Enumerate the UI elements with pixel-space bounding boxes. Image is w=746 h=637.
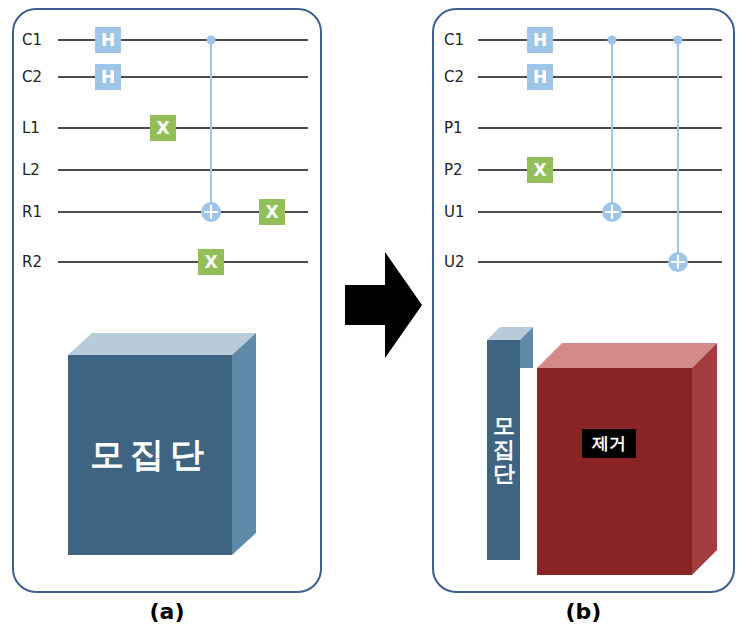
hadamard-gate: H [95, 27, 121, 53]
qubit-label: C1 [22, 31, 42, 49]
hadamard-gate: H [527, 27, 553, 53]
pauli-x-gate: X [150, 115, 176, 141]
pauli-x-gate: X [527, 157, 553, 183]
cnot-gates [201, 36, 688, 273]
qubit-label: P1 [444, 119, 463, 137]
hadamard-gate: H [527, 64, 553, 90]
pauli-x-gate: X [198, 249, 224, 275]
qubit-label: U1 [444, 203, 465, 221]
qubit-label: C2 [22, 68, 42, 86]
qubit-wires [58, 40, 722, 262]
gate-symbol: H [101, 30, 115, 50]
box-3d-faces [68, 327, 717, 575]
gate-symbol: H [533, 30, 547, 50]
population-box: 모집단 [487, 340, 520, 560]
panel-caption: (b) [434, 599, 733, 624]
qubit-label: P2 [444, 161, 463, 179]
qubit-label: C2 [444, 68, 464, 86]
box-label: 모집단 [90, 432, 210, 478]
gate-symbol: X [156, 118, 169, 138]
panel-caption: (a) [14, 599, 320, 624]
pauli-x-gate: X [259, 199, 285, 225]
gate-symbol: H [101, 67, 115, 87]
box-label: 모집단 [493, 414, 515, 487]
box-label: 제거 [582, 429, 636, 458]
transition-arrow [345, 252, 422, 358]
gate-symbol: X [265, 202, 278, 222]
hadamard-gate: H [95, 64, 121, 90]
qubit-label: R2 [22, 253, 42, 271]
gate-symbol: X [533, 160, 546, 180]
qubit-label: L2 [22, 161, 40, 179]
qubit-label: L1 [22, 119, 40, 137]
qubit-label: R1 [22, 203, 42, 221]
diagram-panel: (a)HHXXX모집단C1C2L1L2R1R2 [12, 8, 322, 593]
gate-symbol: X [204, 252, 217, 272]
population-box: 모집단 [68, 355, 232, 555]
diagram-panel: (b)HHX모집단제거C1C2P1P2U1U2 [432, 8, 735, 593]
removal-box: 제거 [537, 368, 692, 575]
qubit-label: U2 [444, 253, 465, 271]
gate-symbol: H [533, 67, 547, 87]
qubit-label: C1 [444, 31, 464, 49]
